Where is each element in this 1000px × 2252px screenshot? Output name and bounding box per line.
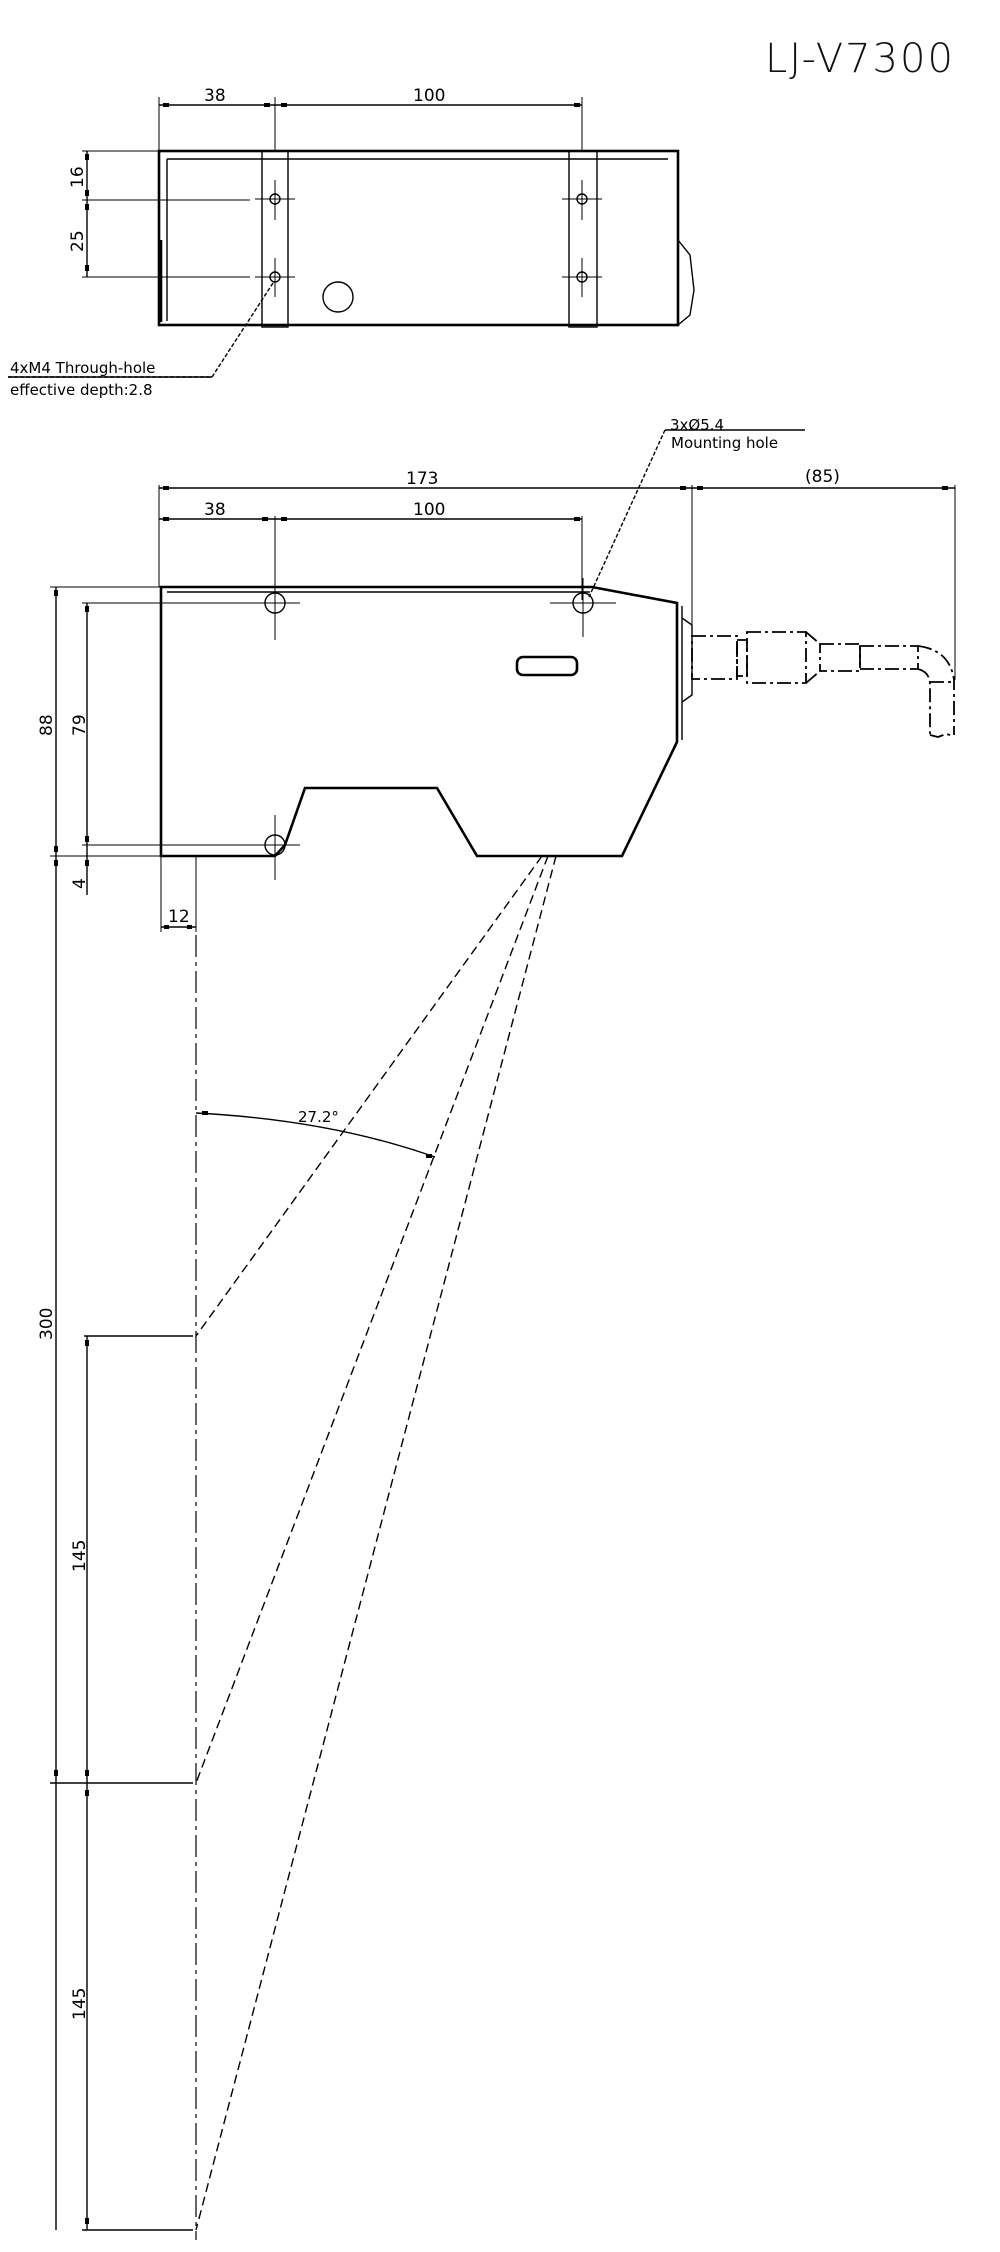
through-hole-note: 4xM4 Through-hole [10, 359, 155, 377]
lens-bump [677, 239, 695, 326]
dim-145-far-label: 145 [70, 1988, 90, 2020]
dim-38-side-label: 38 [204, 500, 226, 520]
strap-left [261, 150, 289, 328]
mounting-hole-note: Mounting hole [671, 434, 778, 452]
side-view-body [159, 585, 679, 858]
dim-145-near-label: 145 [70, 1540, 90, 1572]
dim-25-label: 25 [68, 230, 88, 252]
measurement-range: 27.2° 300 145 145 [37, 855, 557, 2240]
model-title: LJ-V7300 [765, 36, 955, 82]
dim-79-label: 79 [70, 714, 90, 736]
cable [691, 631, 955, 738]
dim-300-label: 300 [37, 1308, 57, 1340]
dim-4-label: 4 [70, 878, 90, 889]
angle-arc [195, 1112, 436, 1158]
strap-right [568, 150, 598, 328]
dim-173-label: 173 [406, 469, 438, 489]
top-view-body [157, 149, 680, 327]
dim-100-side-label: 100 [413, 500, 445, 520]
through-hole-group [255, 180, 602, 297]
laser-beam-center [195, 855, 549, 1784]
dim-85-label: (85) [805, 467, 840, 487]
dim-16-label: 16 [68, 166, 88, 188]
mounting-hole-size-note: 3xØ5.4 [670, 416, 724, 434]
round-port-icon [322, 281, 354, 313]
laser-beam-near [195, 855, 543, 1337]
connector-flange [681, 617, 693, 703]
angle-label: 27.2° [298, 1108, 339, 1126]
effective-depth-note: effective depth:2.8 [10, 381, 153, 399]
laser-beam-far [195, 855, 557, 2231]
top-view: 38 100 16 25 [8, 86, 695, 399]
dim-88-label: 88 [37, 714, 57, 736]
indicator-slot [515, 655, 579, 677]
mounting-hole-group [250, 578, 616, 880]
leader-line-mounting-hole [588, 429, 666, 598]
side-view: 3xØ5.4 Mounting hole 173 (85) 38 100 [37, 416, 956, 2230]
dim-12-label: 12 [168, 907, 190, 927]
dim-38-label: 38 [204, 86, 226, 106]
dim-100-label: 100 [413, 86, 445, 106]
